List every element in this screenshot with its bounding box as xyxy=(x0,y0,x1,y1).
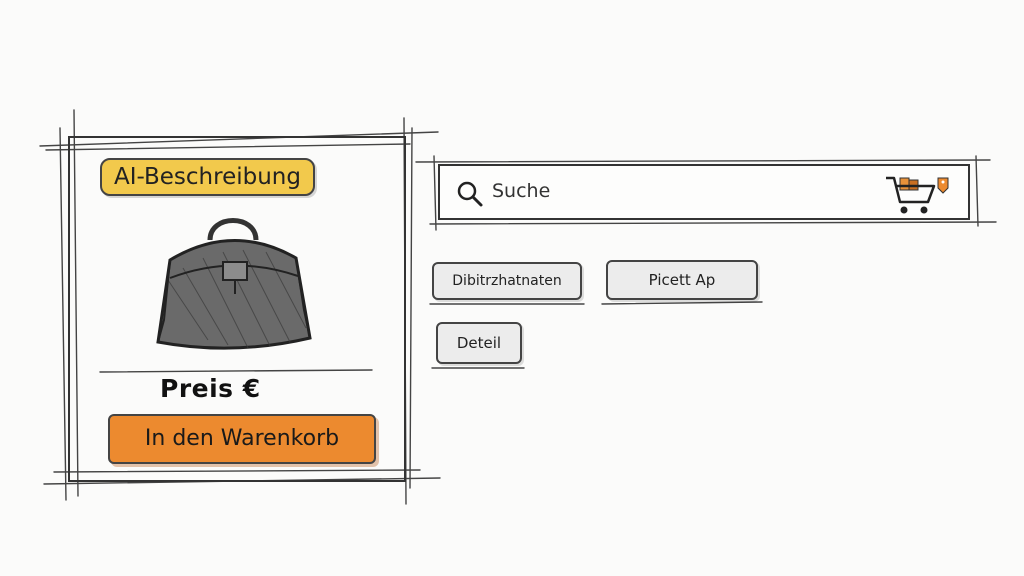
search-input-placeholder: Suche xyxy=(492,180,551,202)
detail-button[interactable]: Deteil xyxy=(436,322,522,364)
nav-button-1[interactable]: Dibitrzhatnaten xyxy=(432,262,582,300)
add-to-cart-button[interactable]: In den Warenkorb xyxy=(108,414,376,464)
nav-button-2[interactable]: Picett Ap xyxy=(606,260,758,300)
handbag-icon xyxy=(156,218,312,350)
shopping-cart-icon[interactable] xyxy=(882,172,954,216)
price-label: Preis € xyxy=(160,374,261,403)
product-card: AI-Beschreibung Preis € xyxy=(68,136,406,482)
ai-description-badge[interactable]: AI-Beschreibung xyxy=(100,158,315,196)
search-bar[interactable]: Suche xyxy=(438,164,970,220)
search-icon xyxy=(457,181,483,207)
